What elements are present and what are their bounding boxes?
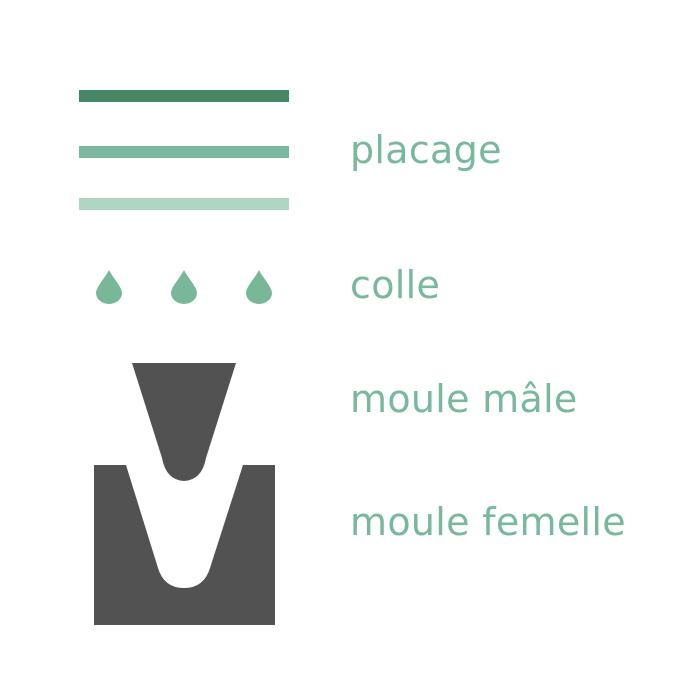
veneer-layer-3 — [79, 198, 289, 210]
female-mold — [94, 465, 275, 625]
female-mold-label: moule femelle — [350, 500, 626, 544]
droplet-icon — [96, 270, 122, 304]
droplet-icon — [171, 270, 197, 304]
veneer-label: placage — [350, 128, 502, 172]
veneer-layer-1 — [79, 90, 289, 102]
veneer-layer-2 — [79, 146, 289, 158]
mold-illustration — [94, 363, 275, 625]
male-mold-label: moule mâle — [350, 377, 578, 421]
glue-label: colle — [350, 263, 441, 307]
male-mold — [132, 363, 236, 481]
glue-drops — [96, 270, 272, 304]
droplet-icon — [246, 270, 272, 304]
